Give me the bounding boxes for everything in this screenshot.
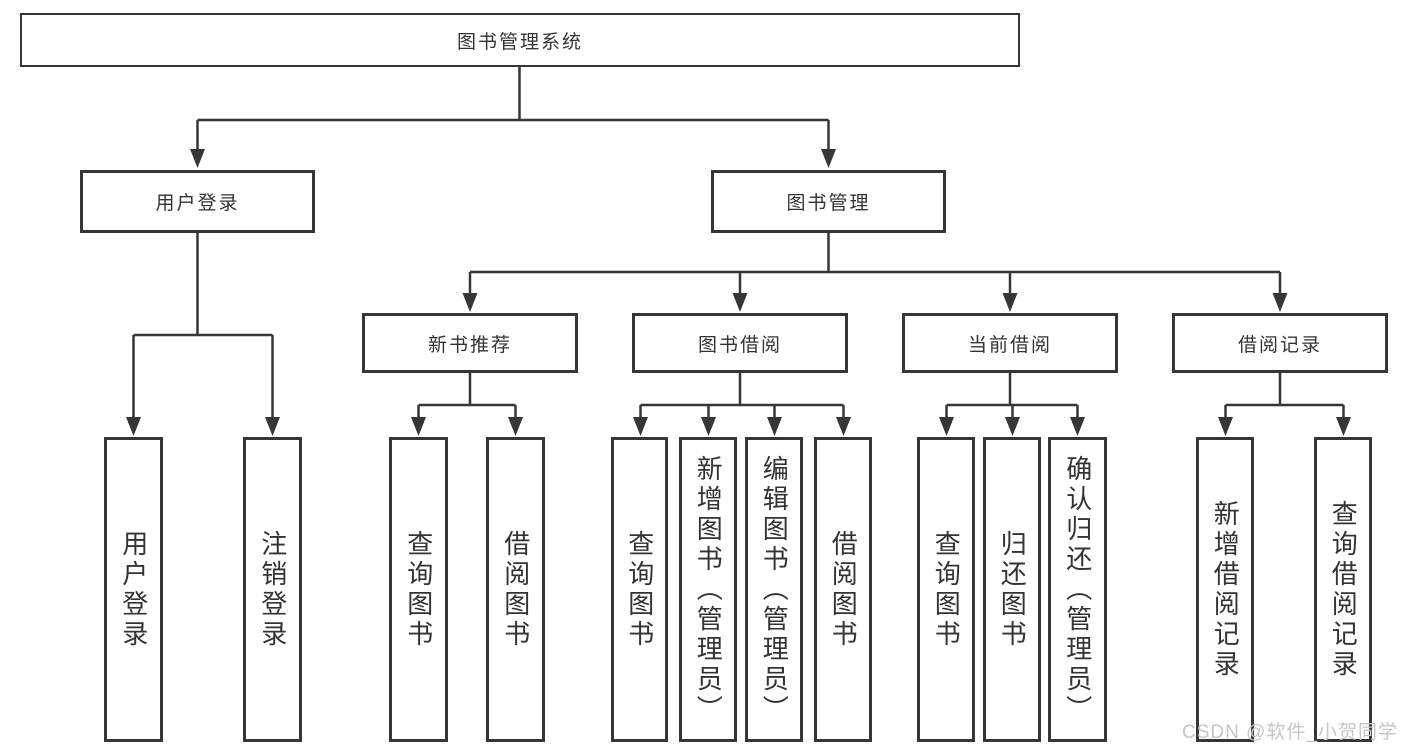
leaf-label: 查询图书: [403, 529, 434, 650]
leaf-label: 借阅图书: [828, 529, 859, 650]
arrowhead: [508, 417, 523, 436]
node-book-borrowing: 图书借阅: [632, 313, 848, 373]
leaf-edit-book-admin: 编辑图书（管理员）: [745, 437, 803, 742]
node-borrowing-records: 借阅记录: [1172, 313, 1388, 373]
leaf-label: 新增借阅记录: [1210, 499, 1241, 680]
leaf-add-borrow-record: 新增借阅记录: [1196, 437, 1254, 742]
leaf-logout: 注销登录: [243, 437, 302, 742]
connector-user-login: [132, 233, 274, 420]
leaf-label: 查询图书: [624, 529, 655, 650]
leaf-add-book-admin: 新增图书（管理员）: [679, 437, 737, 742]
arrowhead: [767, 417, 782, 436]
arrowhead: [1005, 417, 1020, 436]
leaf-label: 确认归还（管理员）: [1062, 454, 1093, 725]
connector-book-borrowing: [639, 373, 845, 420]
node-book-management-branch: 图书管理: [711, 170, 946, 233]
node-current-borrowing: 当前借阅: [902, 313, 1118, 373]
arrowhead: [701, 417, 716, 436]
arrowhead: [1002, 293, 1018, 312]
leaf-query-books: 查询图书: [611, 437, 668, 742]
arrowhead: [821, 149, 836, 168]
arrowhead: [462, 293, 478, 312]
leaf-query-borrow-record: 查询借阅记录: [1314, 437, 1372, 742]
arrowhead: [126, 417, 141, 436]
leaf-label: 借阅图书: [500, 529, 531, 650]
arrowhead: [836, 417, 851, 436]
arrowhead: [1070, 417, 1085, 436]
node-user-login-branch: 用户登录: [80, 170, 315, 233]
arrowhead: [265, 417, 280, 436]
leaf-query-books: 查询图书: [917, 437, 975, 742]
leaf-query-books: 查询图书: [389, 437, 448, 742]
connector-borrowing-records: [1224, 373, 1345, 420]
csdn-watermark: CSDN @软件_小贺同学: [1182, 722, 1398, 743]
arrowhead: [732, 293, 748, 312]
leaf-label: 查询图书: [931, 529, 962, 650]
leaf-label: 新增图书（管理员）: [693, 454, 724, 725]
leaf-label: 查询借阅记录: [1328, 499, 1359, 680]
arrowhead: [1336, 417, 1351, 436]
arrowhead: [939, 417, 954, 436]
arrowhead: [633, 417, 648, 436]
arrowhead: [411, 417, 426, 436]
node-library-management-system: 图书管理系统: [20, 13, 1020, 67]
leaf-label: 归还图书: [997, 529, 1028, 650]
arrowhead: [190, 149, 205, 168]
leaf-confirm-return-admin: 确认归还（管理员）: [1048, 437, 1107, 742]
leaf-user-login: 用户登录: [104, 437, 163, 742]
node-new-book-recommendation: 新书推荐: [362, 313, 578, 373]
connector-new-book-recommendation: [417, 373, 517, 420]
arrowhead: [1218, 417, 1233, 436]
connector-book-management: [468, 233, 1282, 296]
leaf-label: 编辑图书（管理员）: [759, 454, 790, 725]
connector-root: [196, 67, 830, 152]
leaf-label: 用户登录: [118, 529, 149, 650]
arrowhead: [1272, 293, 1288, 312]
leaf-borrow-books: 借阅图书: [814, 437, 872, 742]
connector-current-borrowing: [945, 373, 1079, 420]
leaf-return-books: 归还图书: [983, 437, 1041, 742]
leaf-label: 注销登录: [257, 529, 288, 650]
leaf-borrow-books: 借阅图书: [486, 437, 545, 742]
